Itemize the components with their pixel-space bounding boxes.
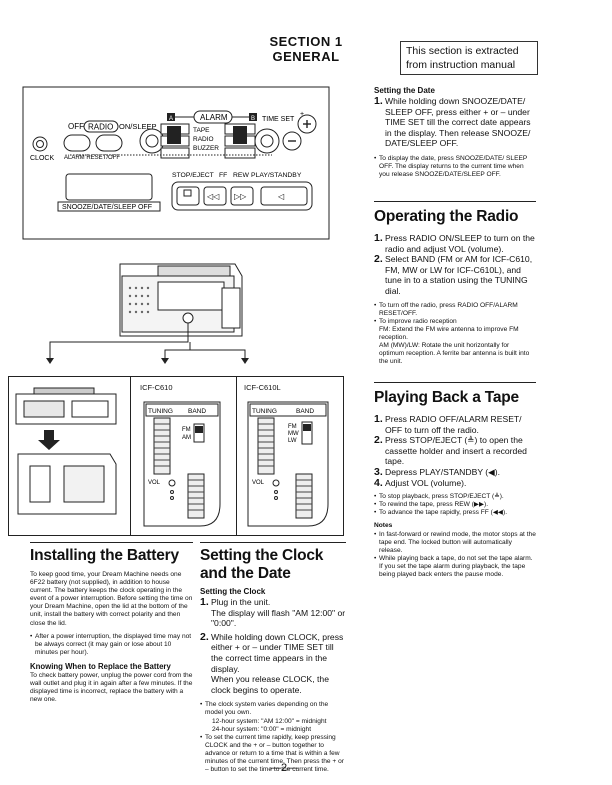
alarm-a-text: A: [169, 116, 173, 122]
clock-step2b: When you release CLOCK, the clock begins…: [211, 674, 329, 695]
control-panel-diagram: A ALARM B TIME SET + OFF RADIO ON/SLEEP …: [22, 86, 330, 240]
page-number: —2—: [269, 762, 299, 774]
tape-title: Playing Back a Tape: [374, 389, 519, 406]
setting-date-note: To display the date, press SNOOZE/DATE/ …: [379, 154, 528, 179]
snooze-label: SNOOZE/DATE/SLEEP OFF: [62, 204, 152, 211]
clock-label: CLOCK: [30, 155, 54, 162]
model-c610l-label: ICF-C610L: [244, 383, 281, 392]
stop-eject-label: STOP/EJECT: [172, 172, 214, 179]
alarm-reset-label: ALARM RESET/OFF: [64, 155, 120, 161]
radio-unit-diagram: [46, 263, 249, 364]
svg-text:▷▷: ▷▷: [234, 192, 247, 201]
clock-step2a: While holding down CLOCK, press either +…: [211, 631, 344, 674]
radio-note1: To turn off the radio, press RADIO OFF/A…: [379, 301, 518, 317]
clock-title: Setting the Clock and the Date: [200, 547, 324, 582]
icf-c610l-diagram: TUNING BAND FM MW LW VOL: [247, 401, 329, 527]
radio-note4: AM (MW)/LW: Rotate the unit horizontally…: [379, 342, 530, 366]
radio-title: Operating the Radio: [374, 208, 519, 225]
clock-bullet1a: 12-hour system: "AM 12:00" = midnight: [212, 717, 327, 725]
battery-bullet: After a power interruption, the displaye…: [35, 632, 192, 656]
tape-step4: Adjust VOL (volume).: [385, 477, 467, 488]
tape-bullet2: To rewind the tape, press REW (▶▶).: [379, 501, 489, 509]
section-heading: SECTION 1 GENERAL: [236, 34, 376, 64]
on-sleep-button: [95, 134, 123, 152]
svg-text:LW: LW: [288, 438, 297, 444]
alarm-b-text: B: [251, 116, 255, 122]
ff-button: [203, 186, 227, 206]
clock-step1b: The display will flash "AM 12:00" or "0:…: [211, 607, 346, 629]
section-number: SECTION 1: [269, 34, 343, 49]
tape-section: Playing Back a Tape 1.Press RADIO OFF/AL…: [374, 382, 536, 579]
svg-text:FM: FM: [182, 427, 191, 433]
svg-text:◁: ◁: [278, 192, 285, 201]
tape-step1: Press RADIO OFF/ALARM RESET/ OFF to turn…: [385, 414, 522, 435]
clock-section: Setting the Clock and the Date Setting t…: [200, 542, 346, 774]
svg-text:OFF: OFF: [68, 122, 84, 131]
clock-bullet1: The clock system varies depending on the…: [205, 701, 329, 717]
icf-c610-diagram: TUNING BAND FM AM VOL: [143, 401, 221, 527]
clock-step1a: Plug in the unit.: [211, 597, 271, 607]
radio-note2: To improve radio reception: [379, 317, 457, 325]
battery-title: Installing the Battery: [30, 547, 179, 564]
battery-section: Installing the Battery To keep good time…: [30, 542, 193, 704]
battery-subtitle: Knowing When to Replace the Battery: [30, 661, 171, 671]
svg-text:TAPE: TAPE: [193, 127, 210, 134]
model-c610-label: ICF-C610: [140, 383, 173, 392]
clock-display: [65, 173, 153, 201]
svg-text:BAND: BAND: [188, 408, 206, 415]
svg-text:VOL: VOL: [148, 480, 161, 486]
svg-text:+: +: [300, 111, 304, 118]
tape-step3: Depress PLAY/STANDBY (◀).: [385, 466, 501, 477]
clock-bullet2: To set the current time rapidly, keep pr…: [205, 733, 344, 774]
radio-step2: Select BAND (FM or AM for ICF-C610, FM, …: [385, 254, 533, 296]
svg-text:BUZZER: BUZZER: [193, 145, 219, 152]
svg-text:FM: FM: [288, 424, 297, 430]
setting-date-section: Setting the Date 1.While holding down SN…: [374, 86, 536, 179]
rew-button: [230, 186, 254, 206]
svg-text:◁◁: ◁◁: [207, 192, 220, 201]
models-divider-1: [130, 376, 131, 536]
alarm-a-marker: [167, 113, 175, 121]
svg-text:ON/SLEEP: ON/SLEEP: [119, 122, 157, 131]
svg-text:AM: AM: [182, 435, 191, 441]
battery-paragraph1: To keep good time, your Dream Machine ne…: [30, 571, 193, 627]
svg-text:MW: MW: [288, 431, 299, 437]
tape-note2: While playing back a tape, do not set th…: [379, 554, 533, 578]
time-set-label: TIME SET: [262, 116, 295, 123]
radio-section: Operating the Radio 1.Press RADIO ON/SLE…: [374, 201, 536, 366]
tape-bullet3: To advance the tape rapidly, press FF (◀…: [379, 509, 508, 517]
alarm-reset-button: [63, 134, 91, 152]
radio-step1: Press RADIO ON/SLEEP to turn on the radi…: [385, 233, 535, 254]
tape-note1: In fast-forward or rewind mode, the moto…: [379, 530, 536, 554]
play-button: [260, 186, 308, 206]
clock-subtitle: Setting the Clock: [200, 587, 266, 596]
models-frame: [8, 376, 344, 536]
svg-text:BAND: BAND: [296, 408, 314, 415]
svg-text:REW: REW: [233, 172, 249, 179]
models-divider-2: [236, 376, 237, 536]
alarm-label: ALARM: [200, 113, 228, 122]
radio-note3: FM: Extend the FM wire antenna to improv…: [379, 325, 519, 341]
svg-text:TUNING: TUNING: [148, 408, 173, 415]
setting-date-step1: While holding down SNOOZE/DATE/ SLEEP OF…: [385, 96, 531, 149]
svg-text:PLAY/STANDBY: PLAY/STANDBY: [251, 172, 302, 179]
clock-bullet1b: 24-hour system: "0:00" = midnight: [212, 725, 312, 733]
svg-text:RADIO: RADIO: [193, 136, 214, 143]
section-name: GENERAL: [272, 49, 340, 64]
tape-step2: Press STOP/EJECT (≜) to open the cassett…: [385, 435, 527, 467]
svg-text:TUNING: TUNING: [252, 408, 277, 415]
battery-paragraph2: To check battery power, unplug the power…: [30, 671, 193, 704]
battery-diagram: [15, 387, 117, 515]
extract-note: This section is extracted from instructi…: [400, 41, 538, 75]
tape-notes-title: Notes: [374, 522, 393, 530]
tape-bullet1: To stop playback, press STOP/EJECT (≜).: [379, 493, 504, 501]
svg-text:FF: FF: [219, 172, 227, 179]
svg-text:VOL: VOL: [252, 480, 265, 486]
alarm-b-marker: [249, 113, 257, 121]
radio-label: RADIO: [88, 123, 113, 132]
setting-date-title: Setting the Date: [374, 86, 435, 95]
